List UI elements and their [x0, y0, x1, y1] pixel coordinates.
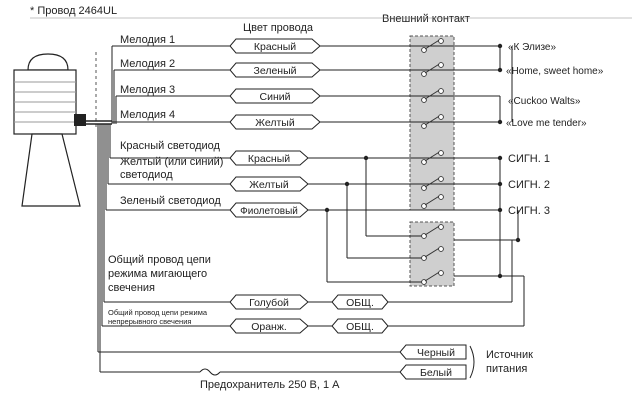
wire-tag-red-led: Красный [248, 153, 290, 165]
flash-common-label-3: свечения [108, 282, 155, 294]
circuit-row-yellow-led: Желтый (или синий) светодиод Желтый СИГН… [108, 156, 550, 192]
common-steady-row: Общий провод цепи режима непрерывного св… [102, 275, 525, 334]
flash-common-tag: ОБЩ. [346, 297, 374, 309]
cable-bundle [86, 46, 117, 372]
power-supply: Черный Белый Источник питания Предохрани… [98, 344, 533, 391]
input-label-melody-1: Мелодия 1 [120, 34, 175, 46]
wire-tag-blue: Синий [260, 91, 291, 103]
fuse-label: Предохранитель 250 В, 1 А [200, 379, 340, 391]
input-label-melody-2: Мелодия 2 [120, 58, 175, 70]
output-label-signal-2: СИГН. 2 [508, 179, 550, 191]
power-source-label-2: питания [486, 363, 527, 375]
external-contact-block-lower [409, 221, 455, 287]
flash-common-label-2: режима мигающего [108, 268, 207, 280]
wire-tag-red: Красный [254, 41, 296, 53]
external-contact-block-upper [409, 35, 455, 211]
wire-tag-light-blue: Голубой [249, 297, 289, 309]
common-flash-row: Общий провод цепи режима мигающего свече… [104, 240, 513, 310]
input-label-red-led: Красный светодиод [120, 140, 221, 152]
wire-color-heading: Цвет провода [243, 22, 314, 34]
lower-switches [421, 224, 444, 285]
flash-common-label-1: Общий провод цепи [108, 254, 211, 266]
wire-tag-green: Зеленый [253, 65, 296, 77]
output-label-signal-3: СИГН. 3 [508, 205, 550, 217]
circuit-row-melody-3: Мелодия 3 Синий «Cuckoo Walts» [116, 84, 581, 107]
circuit-row-melody-1: Мелодия 1 Красный «К Элизе» [112, 34, 556, 54]
wire-type-note: * Провод 2464UL [30, 5, 117, 17]
signal-tower-device [13, 53, 86, 207]
wire-tag-orange: Оранж. [251, 321, 287, 333]
circuit-row-green-led: Зеленый светодиод Фиолетовый СИГН. 3 [106, 194, 550, 218]
output-label-cuckoo-walts: «Cuckoo Walts» [508, 96, 581, 107]
circuit-row-red-led: Красный светодиод Красный СИГН. 1 [110, 140, 550, 166]
steady-common-label-2: непрерывного свечения [108, 317, 191, 326]
wire-tag-white: Белый [420, 367, 452, 379]
output-label-home-sweet-home: «Home, sweet home» [506, 66, 604, 77]
steady-common-label-1: Общий провод цепи режима [108, 308, 208, 317]
circuit-row-melody-4: Мелодия 4 Желтый «Love me tender» [112, 109, 587, 130]
steady-common-tag: ОБЩ. [346, 321, 374, 333]
wire-tag-yellow: Желтый [255, 117, 295, 129]
output-label-signal-1: СИГН. 1 [508, 153, 550, 165]
output-label-love-me-tender: «Love me tender» [506, 118, 587, 129]
output-label-fur-elise: «К Элизе» [508, 42, 556, 53]
input-label-melody-3: Мелодия 3 [120, 84, 175, 96]
external-contact-heading: Внешний контакт [382, 13, 470, 25]
circuit-row-melody-2: Мелодия 2 Зеленый «Home, sweet home» [114, 58, 604, 78]
wire-tag-black: Черный [417, 347, 455, 359]
input-label-yellow-led-2: светодиод [120, 169, 173, 181]
power-source-label-1: Источник [486, 349, 533, 361]
input-label-green-led: Зеленый светодиод [120, 195, 221, 207]
input-label-yellow-led: Желтый (или синий) [120, 156, 223, 168]
wire-tag-yellow-led: Желтый [249, 179, 289, 191]
input-label-melody-4: Мелодия 4 [120, 109, 175, 121]
wire-tag-violet: Фиолетовый [240, 206, 298, 217]
